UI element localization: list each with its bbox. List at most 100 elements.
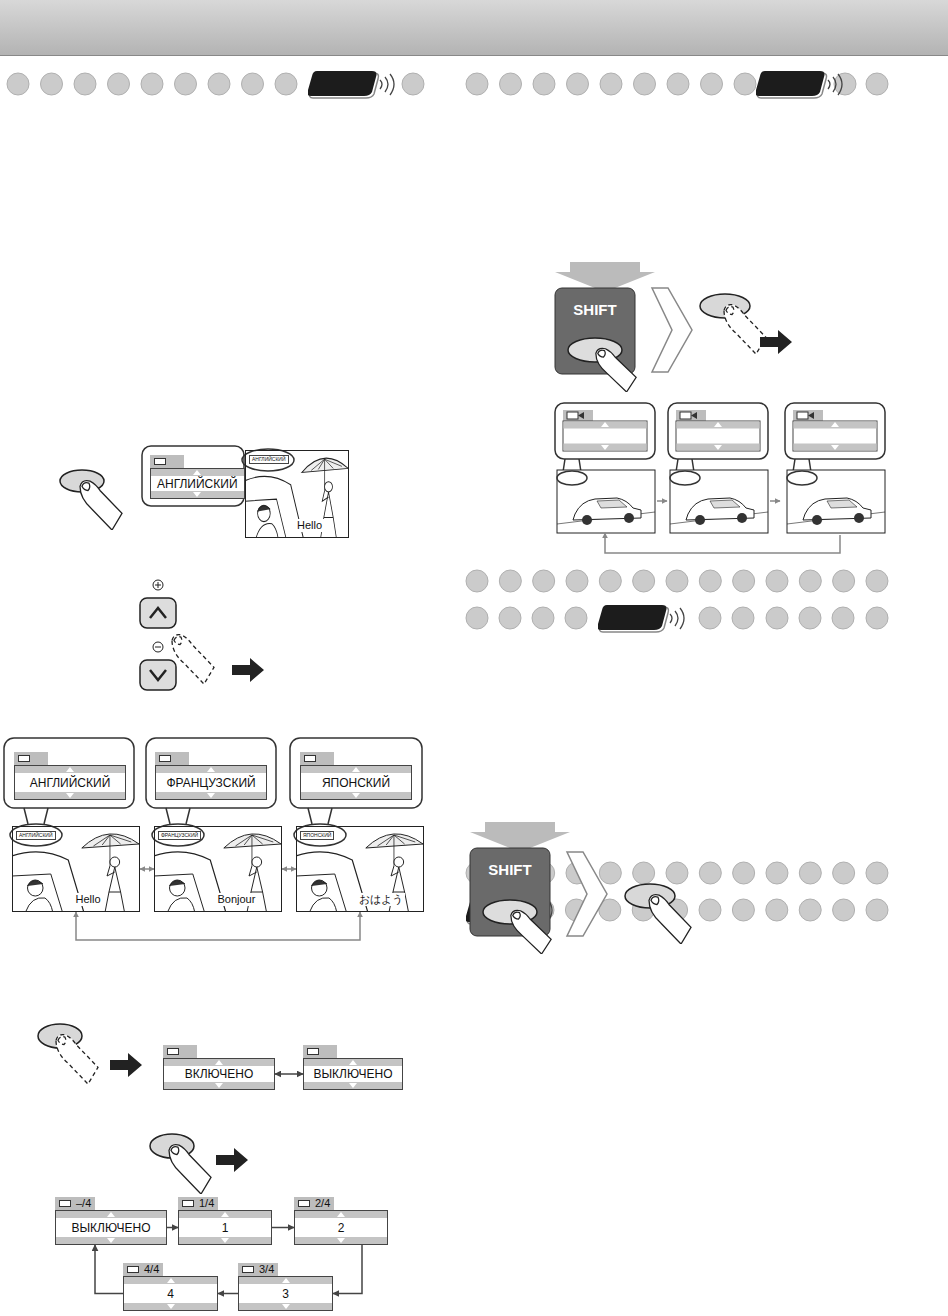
arrow-triangle xyxy=(352,793,360,798)
arrow-triangle xyxy=(167,1304,175,1309)
buttons-part xyxy=(140,660,176,690)
decor-dot xyxy=(466,607,488,629)
osd-body: 2 xyxy=(294,1210,388,1245)
remote-tags-part xyxy=(755,71,842,98)
buttons-part xyxy=(155,582,161,647)
decor-dot xyxy=(866,862,888,884)
osd-tab xyxy=(155,752,189,765)
osd-icon xyxy=(159,755,171,762)
decor-dot xyxy=(766,862,788,884)
decor-dot xyxy=(633,862,655,884)
osd-icon xyxy=(298,1200,310,1207)
decor-dot xyxy=(732,899,754,921)
callout-frames-part xyxy=(294,824,346,846)
arrow-triangle xyxy=(215,1083,223,1088)
connector xyxy=(282,868,296,870)
connector xyxy=(333,1245,362,1294)
osd-body xyxy=(793,421,877,451)
arrow-triangle xyxy=(107,1238,115,1243)
shift-key-body-part xyxy=(652,288,692,372)
camera-icon xyxy=(808,412,814,419)
fingers-part xyxy=(56,1035,98,1084)
angle-callouts xyxy=(555,403,885,533)
arrow-triangle xyxy=(337,1212,345,1217)
subtitle-screens xyxy=(12,450,424,912)
osd-icon xyxy=(18,755,30,762)
connector xyxy=(275,1073,303,1075)
subtitle-text: Hello xyxy=(73,893,102,906)
osd-value: ВЫКЛЮЧЕНО xyxy=(71,1221,150,1235)
decor-dot xyxy=(108,73,130,95)
shift-key-body-part xyxy=(470,848,550,936)
decor-dot xyxy=(500,73,522,95)
remote-tags-part xyxy=(597,605,684,632)
osd-body: 3 xyxy=(238,1276,333,1311)
motion-arrows-part xyxy=(760,330,792,354)
decor-dot xyxy=(499,607,521,629)
arrow-triangle xyxy=(193,492,201,497)
screen-osd-label: АНГЛИЙСКИЙ xyxy=(16,831,56,840)
osd-icon xyxy=(182,1200,194,1207)
arrow-triangle xyxy=(107,1212,115,1217)
arrow-triangle xyxy=(282,1278,290,1283)
key-label: SHIFT xyxy=(470,861,550,878)
osd-value: 3 xyxy=(282,1287,289,1301)
osd-body: 4 xyxy=(123,1276,218,1311)
decor-dot xyxy=(699,607,721,629)
osd-body: 1 xyxy=(178,1210,272,1245)
decor-dot xyxy=(532,607,554,629)
motion-arrows xyxy=(110,330,792,1172)
osd-tab xyxy=(14,752,48,765)
callout-frames-part xyxy=(24,808,332,824)
sequence-arrow xyxy=(657,500,667,502)
header-rule xyxy=(0,55,948,56)
arrow-triangle xyxy=(831,422,839,450)
osd-tab: 3/4 xyxy=(238,1263,278,1276)
osd-icon xyxy=(154,458,166,465)
osd-tab xyxy=(163,1045,197,1058)
callout-frame xyxy=(785,403,885,459)
osd-body: ВКЛЮЧЕНО xyxy=(163,1058,275,1090)
sequence-arrow xyxy=(770,500,780,502)
connector xyxy=(167,1227,178,1229)
arrow-triangle xyxy=(282,1304,290,1309)
connector xyxy=(272,1227,294,1229)
osd-value: ВЫКЛЮЧЕНО xyxy=(313,1067,392,1081)
callout-frames-part xyxy=(10,824,62,846)
decor-dot xyxy=(834,73,856,95)
osd-value: 2 xyxy=(338,1221,345,1235)
shift-key-body-part xyxy=(555,288,635,374)
header-band xyxy=(0,0,948,55)
decor-dot xyxy=(699,570,721,592)
osd-box: 3/4 3 xyxy=(238,1263,333,1311)
osd-body: ЯПОНСКИЙ xyxy=(300,765,412,800)
decor-dot xyxy=(208,73,230,95)
decor-dot xyxy=(599,570,621,592)
shift-key: SHIFT xyxy=(555,288,635,374)
subtitle-screens-part xyxy=(12,826,140,912)
osd-box: ВЫКЛЮЧЕНО xyxy=(303,1045,403,1090)
osd-header-text: 4/4 xyxy=(144,1263,159,1276)
return-bracket xyxy=(605,533,840,553)
screen-frame xyxy=(557,470,655,533)
motion-arrows-part xyxy=(232,658,264,682)
decor-dot xyxy=(567,73,589,95)
osd-tab: –/4 xyxy=(55,1197,95,1210)
arrow-triangle xyxy=(193,470,201,475)
decor-dot xyxy=(565,607,587,629)
decor-dot xyxy=(533,73,555,95)
buttons-part xyxy=(140,598,176,628)
decor-dot xyxy=(667,73,689,95)
osd-icon xyxy=(242,1266,254,1273)
motion-arrows-part xyxy=(216,1148,248,1172)
subtitle-screens-part xyxy=(296,826,424,912)
osd-icon xyxy=(307,1048,319,1055)
arrow-triangle xyxy=(221,1238,229,1243)
decor-dot xyxy=(499,570,521,592)
screen-osd-label: АНГЛИЙСКИЙ xyxy=(249,455,289,464)
osd-value: АНГЛИЙСКИЙ xyxy=(30,776,111,790)
decor-dot xyxy=(866,73,888,95)
connector xyxy=(140,868,154,870)
decor-dot xyxy=(866,570,888,592)
